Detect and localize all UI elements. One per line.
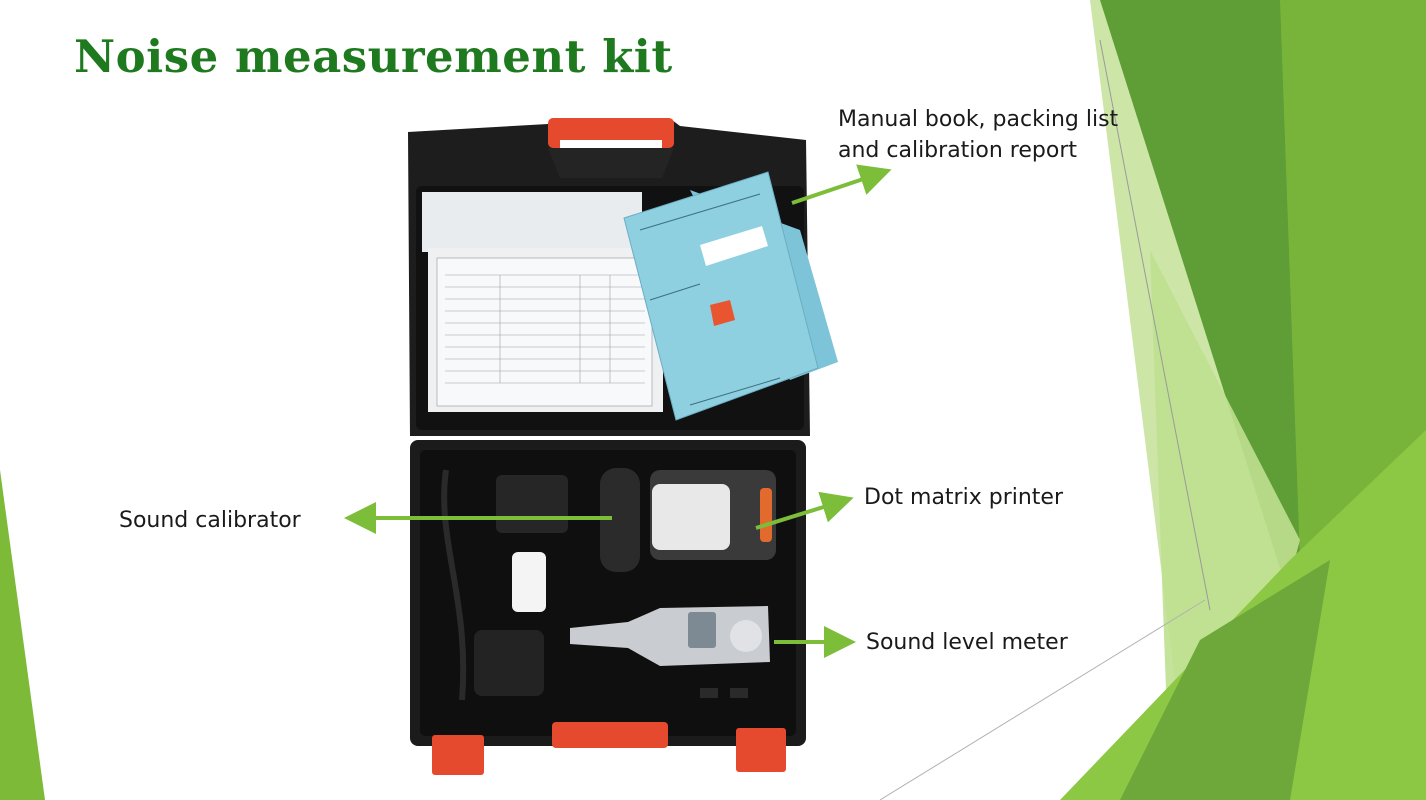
charger <box>474 630 544 696</box>
left-clip <box>432 735 484 775</box>
callout-sound-level-meter: Sound level meter <box>866 630 1068 655</box>
thin-guide-line <box>1099 39 1211 611</box>
instruction-manual <box>623 171 838 421</box>
callout-manual-line-2: and calibration report <box>838 138 1078 163</box>
bottom-handle <box>552 722 668 748</box>
thin-guide-line <box>879 599 1206 800</box>
paper-roll <box>512 552 546 612</box>
green-shape-dark <box>1100 0 1330 600</box>
equipment <box>441 468 776 701</box>
callout-manual-book: Manual book, packing list and calibratio… <box>838 104 1118 166</box>
callout-sound-calibrator: Sound calibrator <box>119 508 301 533</box>
sound-calibrator-device <box>600 468 640 572</box>
kit-case-photo <box>408 118 838 775</box>
callout-dot-matrix-printer: Dot matrix printer <box>864 485 1063 510</box>
slide-title: Noise measurement kit <box>74 30 673 83</box>
packing-list-papers <box>422 192 663 412</box>
green-left-sliver <box>0 470 45 800</box>
power-adapter <box>496 475 568 533</box>
green-shape-bottom-dark <box>1120 560 1330 800</box>
right-clip <box>736 728 786 772</box>
callout-manual-line-1: Manual book, packing list <box>838 107 1119 132</box>
sound-level-meter-device <box>570 606 770 666</box>
